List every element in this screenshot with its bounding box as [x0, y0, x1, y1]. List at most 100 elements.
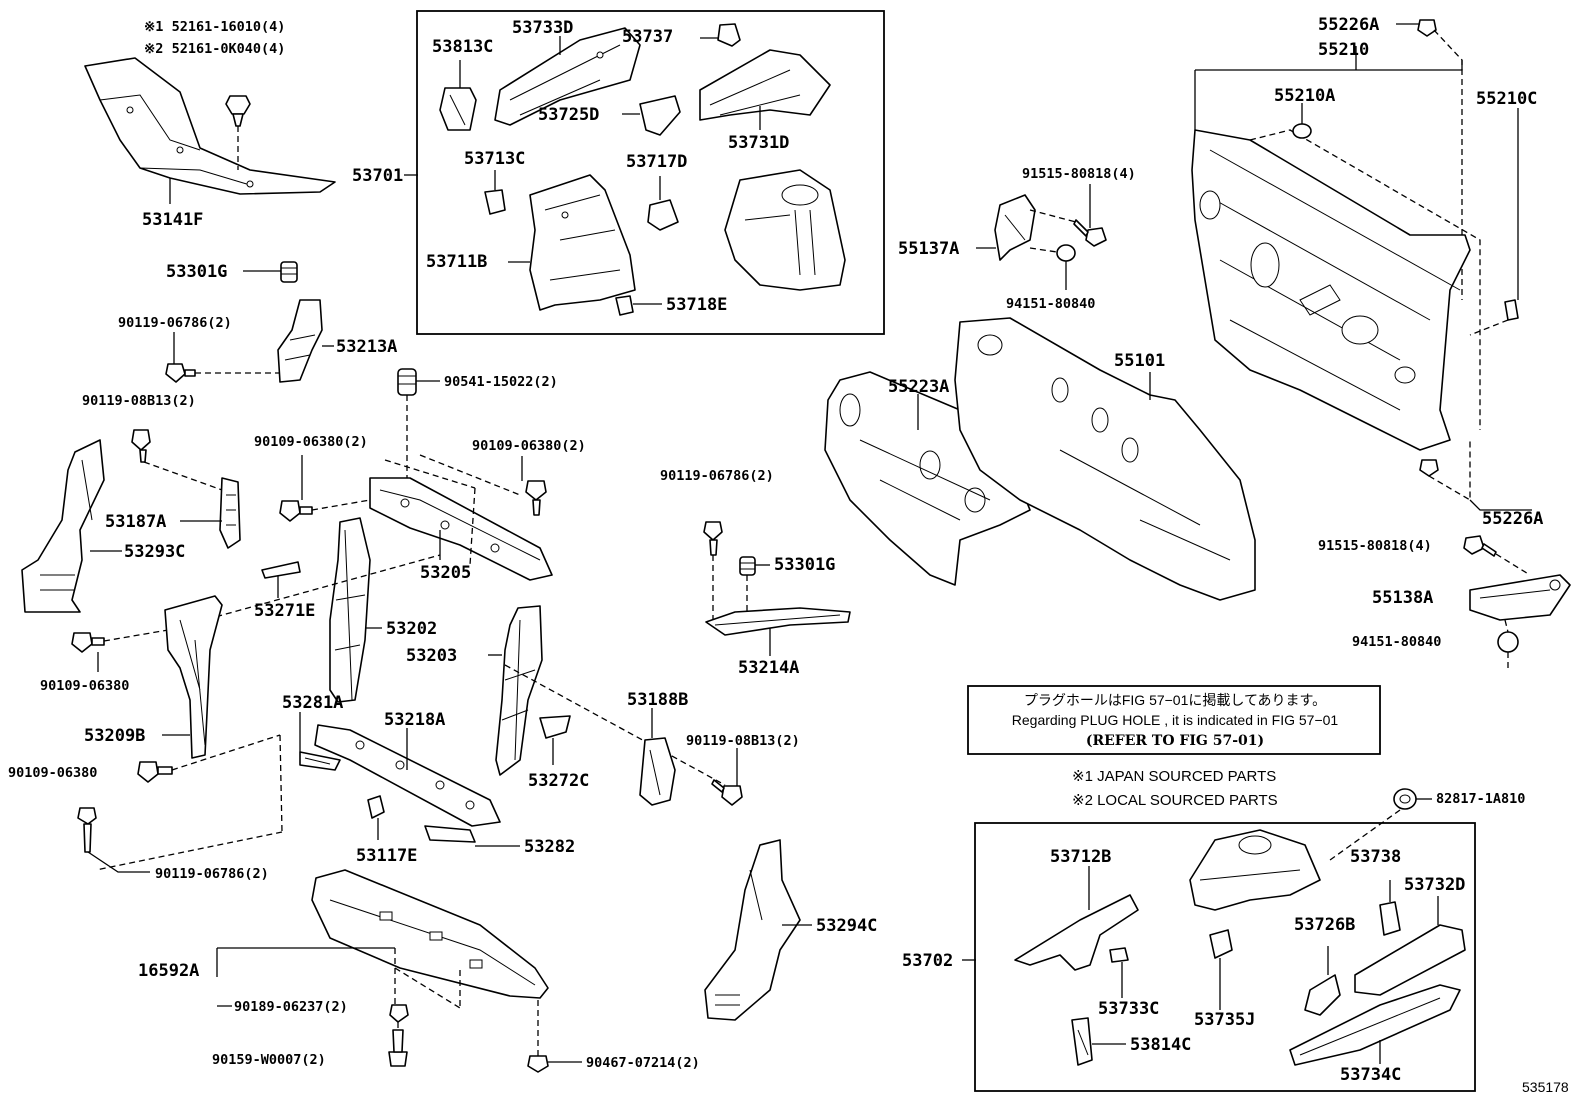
bolt-90109-06380-a: [279, 500, 313, 522]
part-53214A: [705, 607, 851, 636]
part-53813C: [439, 87, 477, 131]
part-53726B: [1304, 974, 1341, 1016]
part-53213A-bracket: [277, 299, 323, 383]
callout-90159-W0007: 90159-W0007(2): [212, 1052, 326, 1068]
clip-55210C: [1504, 299, 1519, 321]
note-line-en: Regarding PLUG HOLE , it is indicated in…: [1012, 712, 1339, 728]
bolt-55226A-bottom: [1419, 459, 1439, 477]
part-53271E: [261, 561, 301, 579]
label-53117E: 53117E: [356, 846, 417, 866]
label-53293C: 53293C: [124, 542, 185, 562]
part-53734C: [1289, 984, 1461, 1066]
label-55223A: 55223A: [888, 377, 949, 397]
part-53141F-cover: [84, 57, 336, 195]
label-53731D: 53731D: [728, 133, 789, 153]
label-53187A: 53187A: [105, 512, 166, 532]
part-53187A: [219, 477, 241, 549]
nut-94151-80840-a: [1056, 244, 1076, 262]
note-line-jp: プラグホールはFIG 57−01に掲載してあります。: [1024, 692, 1326, 708]
part-53738: [1379, 901, 1401, 936]
clip-90189: [389, 1004, 409, 1023]
part-53732D: [1354, 924, 1466, 996]
label-53205: 53205: [420, 563, 471, 583]
label-53733C: 53733C: [1098, 999, 1159, 1019]
group-box-53701: [416, 10, 885, 335]
part-53713C: [484, 189, 506, 215]
part-53725D: [639, 95, 681, 136]
bolt-90109-06380-b: [525, 480, 547, 516]
label-53814C: 53814C: [1130, 1035, 1191, 1055]
label-55210A: 55210A: [1274, 86, 1335, 106]
part-16592A-under-cover: [311, 869, 549, 999]
grommet-82817: [1393, 788, 1417, 810]
part-53711-wheelhouse: [724, 169, 846, 291]
label-53271E: 53271E: [254, 601, 315, 621]
label-53202: 53202: [386, 619, 437, 639]
clip-52161: [225, 95, 251, 127]
label-53188B: 53188B: [627, 690, 688, 710]
callout-94151-80840-b: 94151-80840: [1352, 634, 1441, 650]
label-53735J: 53735J: [1194, 1010, 1255, 1030]
label-53301G-b: 53301G: [774, 555, 835, 575]
label-53725D: 53725D: [538, 105, 599, 125]
part-53209B-side: [164, 595, 223, 759]
note-line-ref: (REFER TO FIG 57-01): [1086, 733, 1264, 749]
part-53712B: [1014, 894, 1139, 971]
label-53701: 53701: [352, 166, 403, 186]
part-53711B-apron: [529, 174, 636, 311]
part-55138A-bracket: [1469, 574, 1571, 621]
bolt-90109-06380-d: [137, 761, 173, 783]
callout-90119-08B13-a: 90119-08B13(2): [82, 393, 196, 409]
callout-90119-06786-c: 90119-06786(2): [660, 468, 774, 484]
part-53717D: [647, 199, 679, 231]
label-53738: 53738: [1350, 847, 1401, 867]
label-53726B: 53726B: [1294, 915, 1355, 935]
nut-94151-80840-b: [1497, 631, 1519, 653]
part-53272C: [539, 715, 571, 739]
bolt-91515-80818-a: [1073, 219, 1107, 247]
label-53734C: 53734C: [1340, 1065, 1401, 1085]
label-53813C: 53813C: [432, 37, 493, 57]
group-box-53702: [974, 822, 1476, 1092]
label-53737: 53737: [622, 27, 673, 47]
label-53717D: 53717D: [626, 152, 687, 172]
callout-90119-06786-a: 90119-06786(2): [118, 315, 232, 331]
legend-japan-sourced: ※1 JAPAN SOURCED PARTS: [1072, 768, 1276, 785]
part-53718E: [615, 295, 634, 316]
label-16592A: 16592A: [138, 961, 199, 981]
legend-local-sourced: ※2 LOCAL SOURCED PARTS: [1072, 792, 1278, 809]
label-53214A: 53214A: [738, 658, 799, 678]
callout-90541-15022: 90541-15022(2): [444, 374, 558, 390]
part-53733C: [1109, 947, 1129, 963]
label-53712B: 53712B: [1050, 847, 1111, 867]
part-53203-side-support: [495, 605, 543, 776]
part-53188B: [639, 737, 676, 806]
label-53272C: 53272C: [528, 771, 589, 791]
bolt-90119-06786-a: [165, 363, 196, 383]
part-53301G-b: [739, 556, 756, 576]
part-53218A-lower-support: [314, 724, 501, 827]
label-55210: 55210: [1318, 40, 1369, 60]
label-53294C: 53294C: [816, 916, 877, 936]
callout-52161-japan: ※1 52161-16010(4): [144, 19, 285, 35]
part-55101-insulator: [954, 317, 1256, 601]
part-53205-upper-support: [369, 477, 553, 581]
callout-90467-07214: 90467-07214(2): [586, 1055, 700, 1071]
label-53218A: 53218A: [384, 710, 445, 730]
label-53282: 53282: [524, 837, 575, 857]
label-53213A: 53213A: [336, 337, 397, 357]
label-55101: 55101: [1114, 351, 1165, 371]
callout-82817-1A810: 82817-1A810: [1436, 791, 1525, 807]
label-53209B: 53209B: [84, 726, 145, 746]
label-53733D: 53733D: [512, 18, 573, 38]
label-55138A: 55138A: [1372, 588, 1433, 608]
label-55137A: 55137A: [898, 239, 959, 259]
label-53713C: 53713C: [464, 149, 525, 169]
part-53702-wheelhouse: [1189, 829, 1321, 911]
label-53281A: 53281A: [282, 693, 343, 713]
part-53737: [717, 23, 741, 47]
callout-90109-06380-c: 90109-06380: [40, 678, 129, 694]
figure-number: 535178: [1522, 1079, 1569, 1095]
callout-90109-06380-a: 90109-06380(2): [254, 434, 368, 450]
